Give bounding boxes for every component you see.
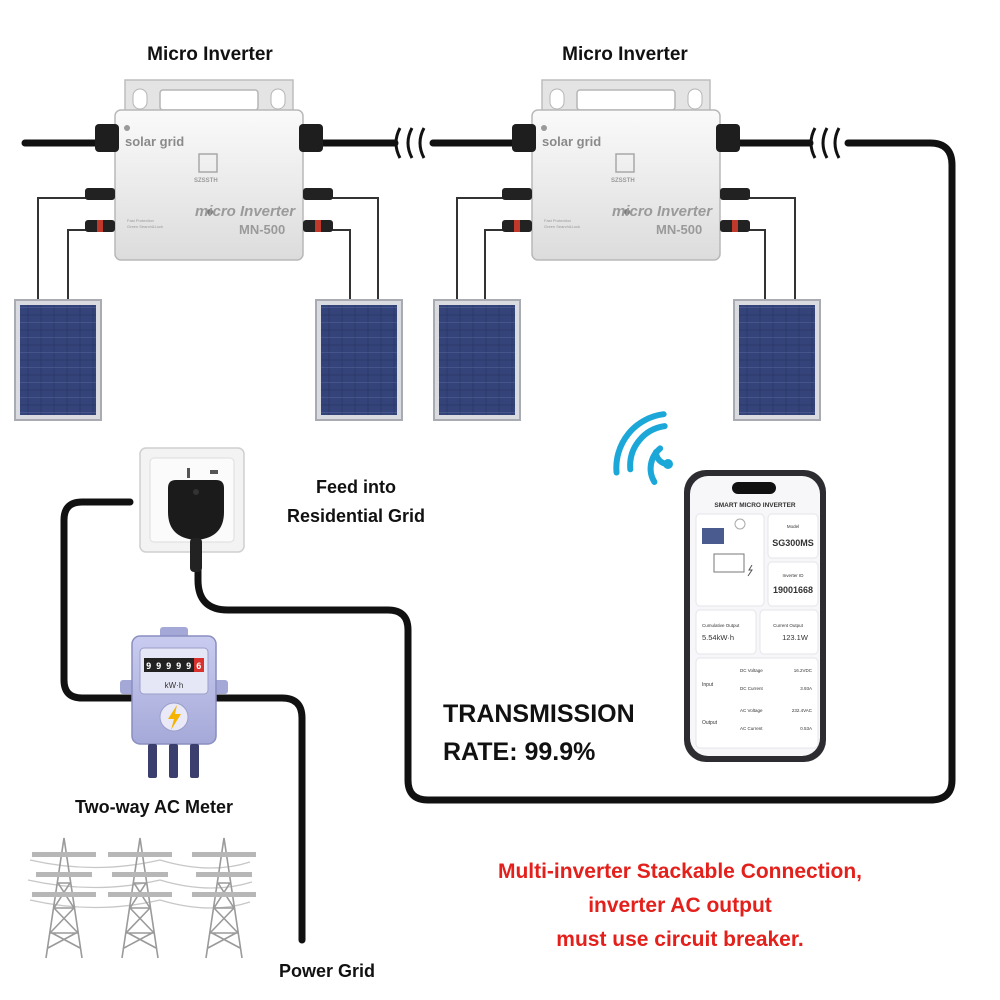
meter-digits: 9 9 9 9 9 6 bbox=[144, 658, 204, 672]
warning-line2: inverter AC output bbox=[588, 894, 772, 917]
power-grid-towers bbox=[27, 837, 257, 959]
app-dc-current-value: 3.93A bbox=[800, 686, 812, 691]
meter-digit: 6 bbox=[196, 662, 201, 672]
smartphone: SMART MICRO INVERTER Model SG300MS Inver… bbox=[684, 470, 826, 762]
meter-label: Two-way AC Meter bbox=[75, 797, 233, 817]
app-ac-current-value: 0.53A bbox=[800, 726, 812, 731]
solar-panel-4 bbox=[733, 299, 821, 421]
app-header: SMART MICRO INVERTER bbox=[714, 502, 796, 509]
app-serial-value: 19001668 bbox=[773, 585, 813, 595]
warning-note: Multi-inverter Stackable Connection, inv… bbox=[498, 860, 862, 951]
wifi-icon bbox=[613, 411, 673, 485]
app-dc-voltage-value: 16.2VDC bbox=[794, 668, 813, 673]
inverter-name: micro Inverter bbox=[612, 203, 713, 220]
meter-digit: 9 bbox=[186, 662, 191, 672]
inverter-logo-text: SZSSTH bbox=[611, 178, 635, 184]
cable-break-marks bbox=[394, 127, 841, 159]
micro-inverter-left: solar grid SZSSTH micro Inverter MN-500 … bbox=[85, 79, 333, 261]
inverter-name: micro Inverter bbox=[195, 203, 296, 220]
app-cumulative-label: Cumulative Output bbox=[702, 623, 740, 628]
app-output-label: Output bbox=[702, 720, 718, 726]
meter-digit: 9 bbox=[166, 662, 171, 672]
warning-line1: Multi-inverter Stackable Connection, bbox=[498, 860, 862, 883]
app-dc-voltage-label: DC Voltage bbox=[740, 668, 763, 673]
solar-panel-3 bbox=[433, 299, 521, 421]
feed-label-line1: Feed into bbox=[316, 477, 396, 497]
solar-panel-1 bbox=[14, 299, 102, 421]
app-ac-voltage-value: 232.4VAC bbox=[792, 708, 813, 713]
dc-wires-right bbox=[456, 197, 796, 302]
solar-panel-2 bbox=[315, 299, 403, 421]
transmission-label-line2: RATE: 99.9% bbox=[443, 738, 595, 766]
app-ac-voltage-label: AC Voltage bbox=[740, 708, 763, 713]
inverter-right-title: Micro Inverter bbox=[562, 44, 688, 65]
power-plug bbox=[168, 480, 224, 572]
meter-digit: 9 bbox=[146, 662, 151, 672]
inverter-model: MN-500 bbox=[656, 222, 702, 237]
lightning-icon bbox=[168, 705, 181, 730]
inverter-model: MN-500 bbox=[239, 222, 285, 237]
app-model-label: Model bbox=[787, 524, 799, 529]
transmission-label-line1: TRANSMISSION bbox=[443, 700, 635, 728]
inverter-small-text: Fast Protection bbox=[127, 218, 154, 223]
inverter-logo-text: SZSSTH bbox=[194, 178, 218, 184]
app-current-label: Current Output bbox=[773, 623, 804, 628]
dc-wires-left bbox=[37, 197, 379, 302]
app-cumulative-value: 5.54kW·h bbox=[702, 633, 734, 642]
app-input-label: Input bbox=[702, 682, 714, 688]
inverter-small-text: Green Search&Lock bbox=[544, 224, 580, 229]
app-current-value: 123.1W bbox=[782, 633, 809, 642]
inverter-small-text: Fast Protection bbox=[544, 218, 571, 223]
two-way-ac-meter: 9 9 9 9 9 6 kW·h bbox=[120, 627, 228, 778]
app-dc-current-label: DC Current bbox=[740, 686, 764, 691]
app-serial-label: Inverter ID bbox=[782, 573, 804, 578]
micro-inverter-right: solar grid SZSSTH micro Inverter MN-500 … bbox=[502, 79, 750, 261]
app-model-value: SG300MS bbox=[772, 538, 814, 548]
meter-digit: 9 bbox=[176, 662, 181, 672]
warning-line3: must use circuit breaker. bbox=[556, 928, 803, 951]
meter-digit: 9 bbox=[156, 662, 161, 672]
power-grid-label: Power Grid bbox=[279, 961, 375, 981]
feed-label-line2: Residential Grid bbox=[287, 506, 425, 526]
inverter-left-title: Micro Inverter bbox=[147, 44, 273, 65]
meter-unit: kW·h bbox=[165, 681, 184, 690]
app-ac-current-label: AC Current bbox=[740, 726, 763, 731]
inverter-brand: solar grid bbox=[125, 134, 184, 149]
inverter-small-text: Green Search&Lock bbox=[127, 224, 163, 229]
inverter-brand: solar grid bbox=[542, 134, 601, 149]
